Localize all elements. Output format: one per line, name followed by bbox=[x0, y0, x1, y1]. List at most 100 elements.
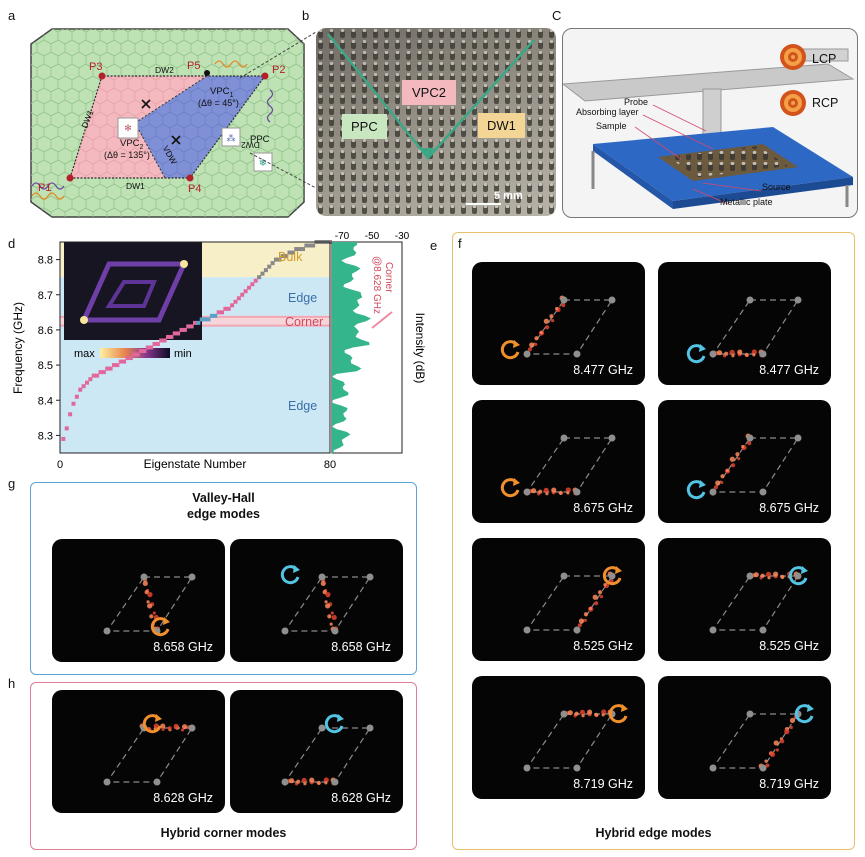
data-point bbox=[206, 317, 211, 322]
field-hotspot bbox=[543, 487, 549, 493]
field-hotspot bbox=[592, 594, 598, 600]
nearfield-f-3: 8.675 GHz bbox=[472, 400, 645, 523]
panel-h-caption: Hybrid corner modes bbox=[160, 826, 287, 840]
rhombus-outline bbox=[283, 727, 372, 783]
field-hotspot bbox=[773, 740, 779, 746]
source-arrowhead bbox=[155, 714, 162, 722]
corner-node bbox=[153, 778, 161, 786]
photo-ppc-tag: PPC bbox=[342, 114, 387, 139]
band-edge-3 bbox=[60, 326, 330, 453]
field-hotspot bbox=[325, 603, 331, 609]
field-hotspot bbox=[760, 573, 765, 578]
data-point bbox=[139, 349, 143, 354]
plot-frame bbox=[59, 241, 331, 454]
field-hotspot bbox=[160, 723, 166, 729]
lcp-source-icon bbox=[608, 704, 628, 724]
vpc1-unit-cell-icon bbox=[221, 127, 241, 147]
data-point bbox=[301, 247, 305, 252]
nearfield-map bbox=[103, 573, 196, 637]
field-hotspot bbox=[561, 303, 566, 308]
rhombus-outline bbox=[711, 299, 800, 355]
data-point bbox=[98, 370, 103, 375]
nearfield-g-2: 8.658 GHz bbox=[230, 539, 403, 662]
nearfield-map bbox=[709, 566, 808, 634]
field-hotspot bbox=[551, 487, 557, 493]
field-hotspot bbox=[329, 622, 333, 626]
source-arrowhead bbox=[807, 704, 814, 712]
data-point bbox=[230, 303, 235, 308]
port-p5-label: P5 bbox=[187, 60, 201, 72]
panel-label-h: h bbox=[8, 676, 16, 691]
field-hotspot bbox=[789, 725, 793, 730]
field-hotspot bbox=[744, 352, 749, 357]
corner-node bbox=[759, 488, 767, 496]
data-point bbox=[169, 334, 174, 339]
x-axis-label: Eigenstate Number bbox=[144, 457, 247, 471]
source-arrowhead bbox=[337, 714, 344, 722]
nearfield-freq: 8.658 GHz bbox=[331, 640, 391, 654]
field-hotspot bbox=[288, 778, 295, 784]
data-point bbox=[240, 292, 245, 297]
source-arrowhead bbox=[699, 344, 706, 352]
nearfield-freq: 8.658 GHz bbox=[153, 640, 213, 654]
y-tick-label: 8.8 bbox=[38, 255, 53, 267]
rcp-source-icon bbox=[280, 565, 300, 585]
field-hotspot bbox=[574, 711, 579, 716]
field-hotspot bbox=[153, 723, 159, 729]
data-point bbox=[88, 377, 93, 382]
nearfield-freq: 8.525 GHz bbox=[759, 639, 819, 653]
data-point bbox=[311, 243, 316, 248]
field-hotspot bbox=[567, 710, 573, 716]
field-hotspot bbox=[780, 739, 785, 744]
panel-label-d: d bbox=[8, 236, 16, 251]
field-hotspot bbox=[330, 611, 334, 615]
field-hotspot bbox=[751, 349, 757, 355]
lcp-source-icon bbox=[500, 478, 520, 498]
field-hotspot bbox=[324, 600, 328, 604]
data-point bbox=[287, 250, 292, 255]
nearfield-freq: 8.628 GHz bbox=[331, 791, 391, 805]
field-hotspot bbox=[149, 614, 154, 619]
dw1-bottom-label: DW1 bbox=[126, 181, 145, 191]
corner-node bbox=[746, 710, 754, 718]
nearfield-freq: 8.719 GHz bbox=[573, 777, 633, 791]
field-hotspot bbox=[775, 748, 780, 752]
source-arrowhead bbox=[699, 480, 706, 488]
data-point bbox=[182, 327, 187, 332]
corner-node bbox=[794, 434, 802, 442]
data-point bbox=[196, 320, 201, 325]
data-point bbox=[135, 352, 140, 357]
field-hotspot bbox=[543, 318, 549, 324]
field-hotspot bbox=[767, 576, 771, 580]
nearfield-map bbox=[709, 704, 814, 772]
field-hotspot bbox=[765, 763, 770, 768]
lcp-source-icon bbox=[602, 566, 622, 586]
field-hotspot bbox=[724, 351, 729, 356]
corner-node bbox=[608, 572, 616, 580]
field-hotspot bbox=[538, 489, 543, 494]
field-hotspot bbox=[720, 474, 725, 479]
corner-node bbox=[794, 572, 802, 580]
corner-node bbox=[140, 573, 148, 581]
ppc-unit-cell-icon bbox=[253, 152, 273, 172]
field-hotspot bbox=[578, 618, 585, 624]
probe-label: Probe bbox=[624, 97, 649, 107]
field-hotspot bbox=[301, 777, 307, 783]
y-tick-label: 8.4 bbox=[38, 395, 53, 407]
corner-node bbox=[523, 764, 531, 772]
data-point bbox=[68, 412, 73, 417]
field-hotspot bbox=[142, 580, 148, 587]
field-hotspot bbox=[747, 441, 752, 446]
rhombus-outline bbox=[525, 437, 614, 493]
data-point bbox=[260, 271, 265, 276]
field-hotspot bbox=[549, 314, 554, 319]
zoom-connector-lines bbox=[240, 31, 317, 189]
e-tick-label: -30 bbox=[395, 231, 410, 242]
data-point bbox=[74, 394, 79, 399]
field-hotspot bbox=[161, 727, 165, 731]
sample-label: Sample bbox=[596, 121, 627, 131]
corner-node bbox=[366, 724, 374, 732]
data-point bbox=[166, 334, 170, 339]
data-point bbox=[294, 247, 299, 252]
edge-bottom-label: Edge bbox=[288, 399, 317, 413]
